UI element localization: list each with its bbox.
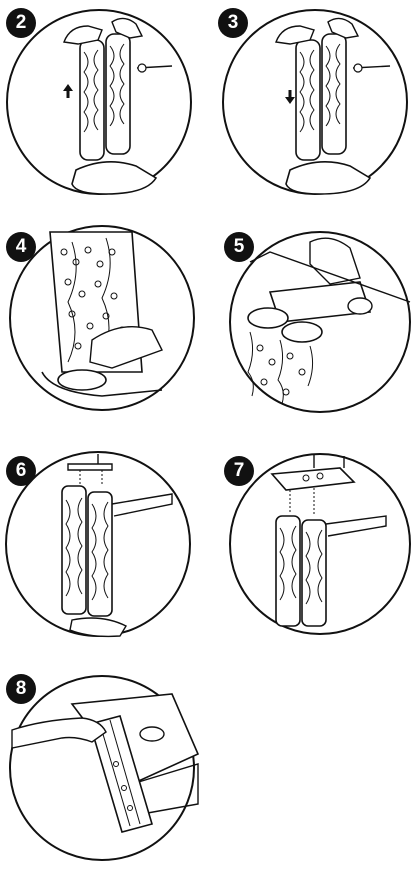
step-5-panel: 5: [210, 222, 410, 422]
brush-roll-right: [322, 34, 346, 154]
step-number-badge: 4: [6, 232, 36, 262]
roll-end-cap: [58, 370, 106, 390]
brush-roll-right: [302, 520, 326, 626]
gear-left: [248, 308, 288, 328]
step-number-badge: 8: [6, 674, 36, 704]
step-3-panel: 3: [210, 2, 410, 202]
step-7-panel: 7: [210, 444, 410, 644]
up-arrow-icon: [62, 84, 74, 98]
step-number-badge: 3: [218, 8, 248, 38]
brush-roll-right: [88, 492, 112, 616]
step-2-panel: 2: [2, 2, 202, 202]
gear-right: [282, 322, 322, 342]
step-number-badge: 2: [6, 8, 36, 38]
brush-roll-left: [296, 40, 320, 160]
brush-roll-left: [276, 516, 300, 626]
step-6-panel: 6: [2, 444, 202, 644]
step-4-panel: 4: [2, 222, 202, 422]
step-number-badge: 6: [6, 456, 36, 486]
brush-roll-right: [106, 34, 130, 154]
step-number-badge: 7: [224, 456, 254, 486]
down-arrow-icon: [284, 90, 296, 104]
brush-roll-left: [62, 486, 86, 614]
brush-roll-left: [80, 40, 104, 160]
step-number-badge: 5: [224, 232, 254, 262]
drive-bracket: [68, 464, 112, 470]
step-8-panel: 8: [2, 664, 202, 864]
